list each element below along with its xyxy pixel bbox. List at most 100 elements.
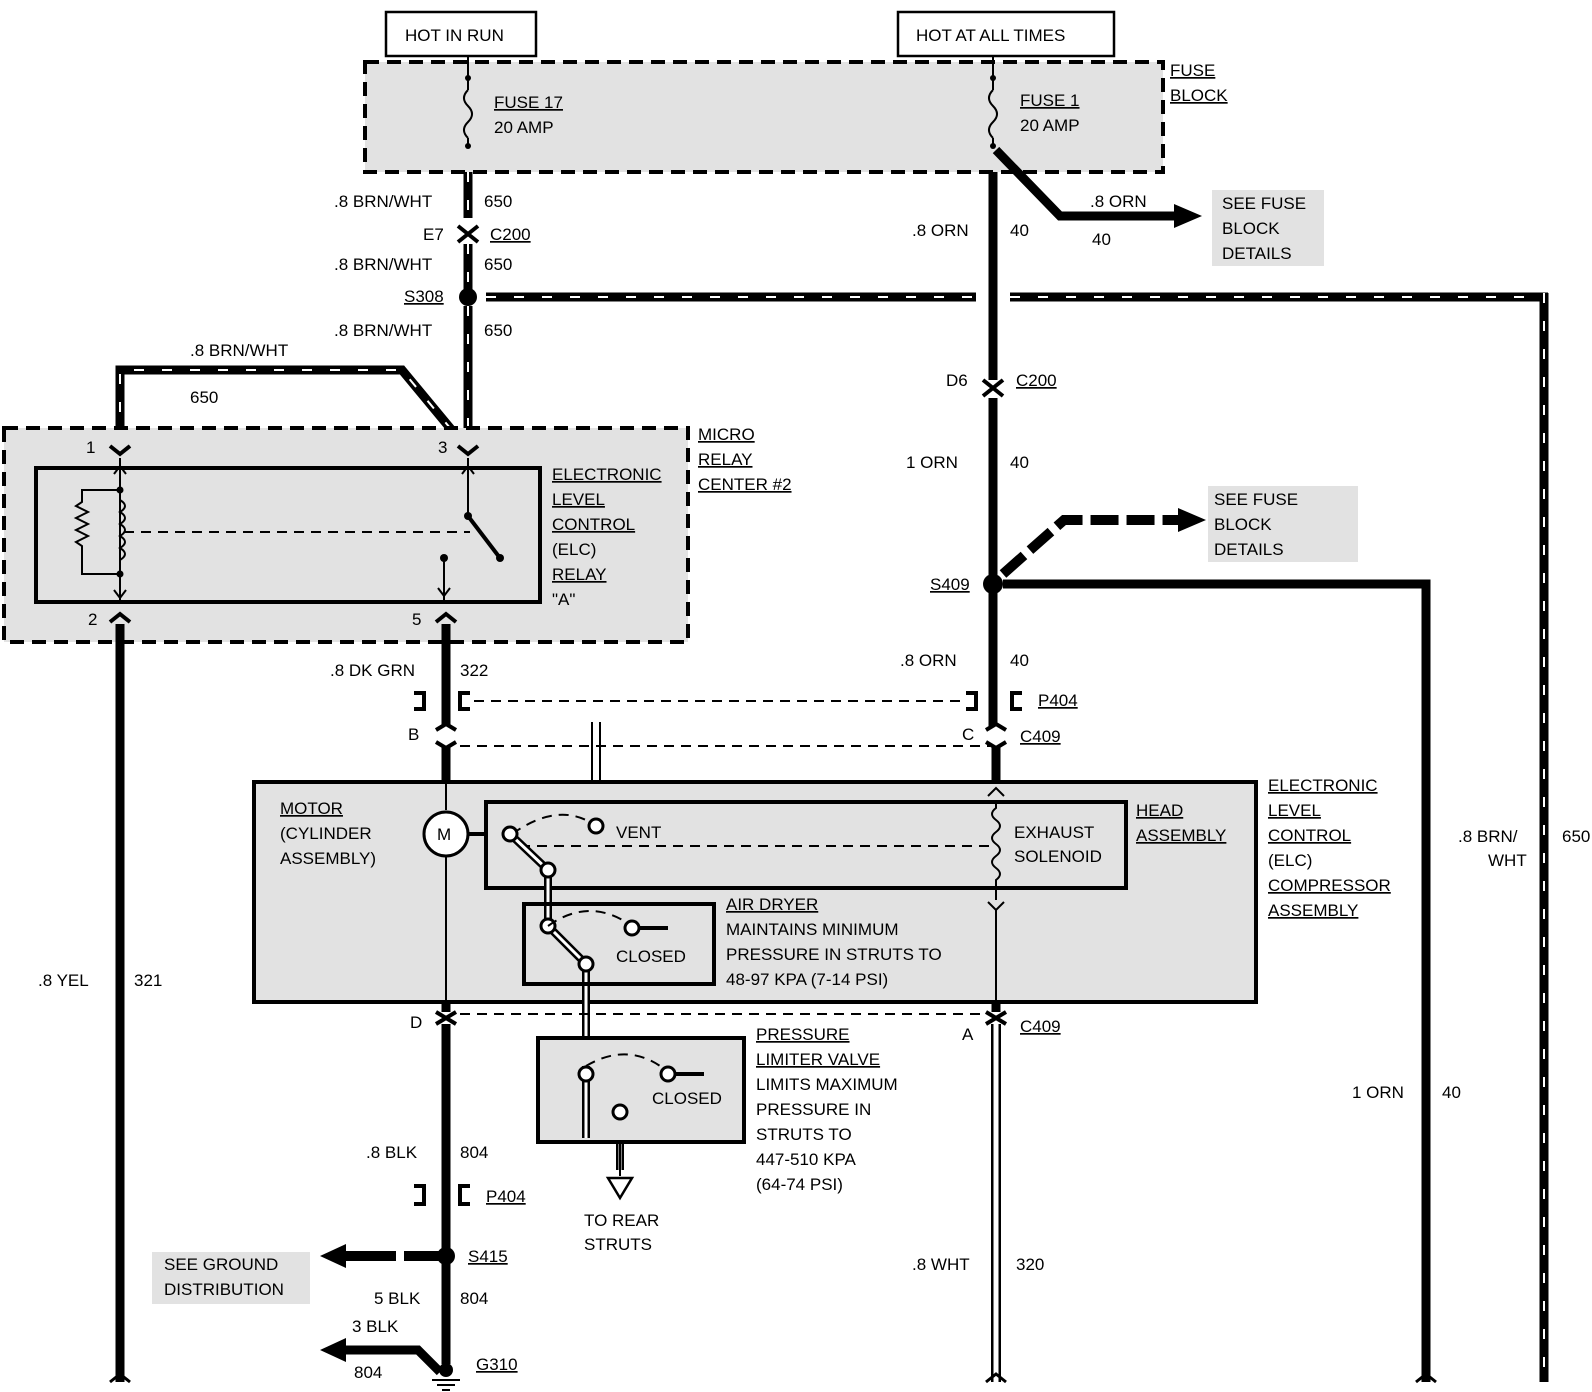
- wire-label-orn-1ga: 1 ORN: [906, 453, 958, 472]
- to-rear-struts-label-1: TO REAR: [584, 1211, 659, 1230]
- splice-s308-label: S308: [404, 287, 444, 306]
- wire-label-orn-right: 1 ORN: [1352, 1083, 1404, 1102]
- wire-number-40-right: 40: [1442, 1083, 1461, 1102]
- see-fuse-block-details-1-l1: SEE FUSE: [1222, 194, 1306, 213]
- wire-number-322: 322: [460, 661, 488, 680]
- pressure-limiter-label-6: 447-510 KPA: [756, 1150, 857, 1169]
- wire-number-40-1: 40: [1092, 230, 1111, 249]
- wire-number-40-3: 40: [1010, 453, 1029, 472]
- elc-compressor-label-4: (ELC): [1268, 851, 1312, 870]
- connector-p404-label-2: P404: [486, 1187, 526, 1206]
- connector-c200-label-1: C200: [490, 225, 531, 244]
- fuse-block-label-2: BLOCK: [1170, 86, 1228, 105]
- pin-2: 2: [88, 610, 97, 629]
- air-dryer-label-1: AIR DRYER: [726, 895, 818, 914]
- see-fuse-block-details-2-l2: BLOCK: [1214, 515, 1272, 534]
- splice-s415-label: S415: [468, 1247, 508, 1266]
- air-dryer-label-2: MAINTAINS MINIMUM: [726, 920, 899, 939]
- wire-label-brn-wht-4: .8 BRN/WHT: [190, 341, 288, 360]
- elc-compressor-label-2: LEVEL: [1268, 801, 1321, 820]
- wire-number-650-2: 650: [484, 255, 512, 274]
- hot-in-run-label: HOT IN RUN: [405, 26, 504, 45]
- wire-label-blk-5: 5 BLK: [374, 1289, 421, 1308]
- elc-compressor-label-3: CONTROL: [1268, 826, 1351, 845]
- wire-label-dk-grn: .8 DK GRN: [330, 661, 415, 680]
- pin-b: B: [408, 725, 419, 744]
- wire-label-wht: .8 WHT: [912, 1255, 970, 1274]
- see-fuse-block-details-2-l3: DETAILS: [1214, 540, 1284, 559]
- ground-g310-point: [439, 1363, 453, 1377]
- ground-icon: [432, 1379, 460, 1391]
- fuse-1-symbol: [988, 89, 998, 139]
- wire-label-yel: .8 YEL: [38, 971, 89, 990]
- see-ground-distribution-l1: SEE GROUND: [164, 1255, 278, 1274]
- micro-relay-label-3: CENTER #2: [698, 475, 792, 494]
- wire-number-650-4: 650: [190, 388, 218, 407]
- wire-label-brn-wht-2: .8 BRN/WHT: [334, 255, 432, 274]
- pressure-limiter-label-1: PRESSURE: [756, 1025, 850, 1044]
- connector-p404-lower: [414, 1184, 470, 1206]
- to-rear-struts-arrow: [605, 1176, 635, 1201]
- hot-at-all-times-box: [896, 10, 1116, 58]
- wire-number-321: 321: [134, 971, 162, 990]
- see-fuse-block-details-1-box: [1212, 190, 1324, 266]
- pin-c: C: [962, 725, 974, 744]
- vent-label: VENT: [616, 823, 661, 842]
- see-fuse-block-details-1-l2: BLOCK: [1222, 219, 1280, 238]
- pressure-limiter-label-3: LIMITS MAXIMUM: [756, 1075, 898, 1094]
- pin-d6: D6: [946, 371, 968, 390]
- motor-symbol: M: [437, 825, 451, 844]
- wire-number-650-right: 650: [1562, 827, 1590, 846]
- arrow-ground-distribution: [320, 1244, 346, 1268]
- fuse-1-label-2: 20 AMP: [1020, 116, 1080, 135]
- elc-relay-label-2: LEVEL: [552, 490, 605, 509]
- elc-relay-label-3: CONTROL: [552, 515, 635, 534]
- wire-label-brn-wht-3: .8 BRN/WHT: [334, 321, 432, 340]
- head-assembly-label-1: HEAD: [1136, 801, 1183, 820]
- connector-c409-c: [984, 721, 1008, 751]
- to-rear-struts-label-2: STRUTS: [584, 1235, 652, 1254]
- elc-relay-label-5: RELAY: [552, 565, 607, 584]
- fuse-block: [363, 60, 1165, 174]
- see-fuse-block-details-2-l1: SEE FUSE: [1214, 490, 1298, 509]
- pressure-limiter-valve: [536, 1036, 746, 1144]
- wire-label-orn-3: .8 ORN: [900, 651, 957, 670]
- fuse-17-label-2: 20 AMP: [494, 118, 554, 137]
- connector-c200-label-2: C200: [1016, 371, 1057, 390]
- see-ground-distribution-box: [152, 1252, 310, 1304]
- elc-relay-label-6: "A": [552, 590, 575, 609]
- fuse-17-label-1: FUSE 17: [494, 93, 563, 112]
- connector-c200-d6: [981, 378, 1005, 398]
- exhaust-solenoid-label-1: EXHAUST: [1014, 823, 1094, 842]
- wire-number-650-3: 650: [484, 321, 512, 340]
- air-dryer-closed: CLOSED: [616, 947, 686, 966]
- see-fuse-block-details-2-box: [1208, 486, 1358, 562]
- wire-number-40-4: 40: [1010, 651, 1029, 670]
- arrow-fuse-details-1: [1174, 204, 1202, 228]
- connector-p404-left: [414, 691, 470, 711]
- elc-relay-label-4: (ELC): [552, 540, 596, 559]
- wire-number-804-1: 804: [460, 1143, 488, 1162]
- fuse-17-symbol: [463, 89, 473, 139]
- wire-label-brn-wht-1: .8 BRN/WHT: [334, 192, 432, 211]
- connector-c409-label-2: C409: [1020, 1017, 1061, 1036]
- connector-c409-d: [434, 1010, 458, 1026]
- pin-3: 3: [438, 438, 447, 457]
- fuse-block-label-1: FUSE: [1170, 61, 1215, 80]
- pin-e7: E7: [423, 225, 444, 244]
- relay-resistor-icon: [73, 489, 120, 575]
- pressure-limiter-label-5: STRUTS TO: [756, 1125, 852, 1144]
- splice-s409-label: S409: [930, 575, 970, 594]
- ground-g310-label: G310: [476, 1355, 518, 1374]
- arrow-3-blk: [320, 1338, 346, 1362]
- pin-d: D: [410, 1013, 422, 1032]
- pressure-limiter-label-2: LIMITER VALVE: [756, 1050, 880, 1069]
- head-assembly: [484, 800, 1128, 890]
- relay-coil-icon: [118, 499, 126, 566]
- elc-compressor-label-5: COMPRESSOR: [1268, 876, 1391, 895]
- air-dryer-label-3: PRESSURE IN STRUTS TO: [726, 945, 942, 964]
- motor-label-2: (CYLINDER: [280, 824, 372, 843]
- connector-c409-a: [984, 1010, 1008, 1026]
- wire-number-650-1: 650: [484, 192, 512, 211]
- splice-s308: [459, 288, 477, 306]
